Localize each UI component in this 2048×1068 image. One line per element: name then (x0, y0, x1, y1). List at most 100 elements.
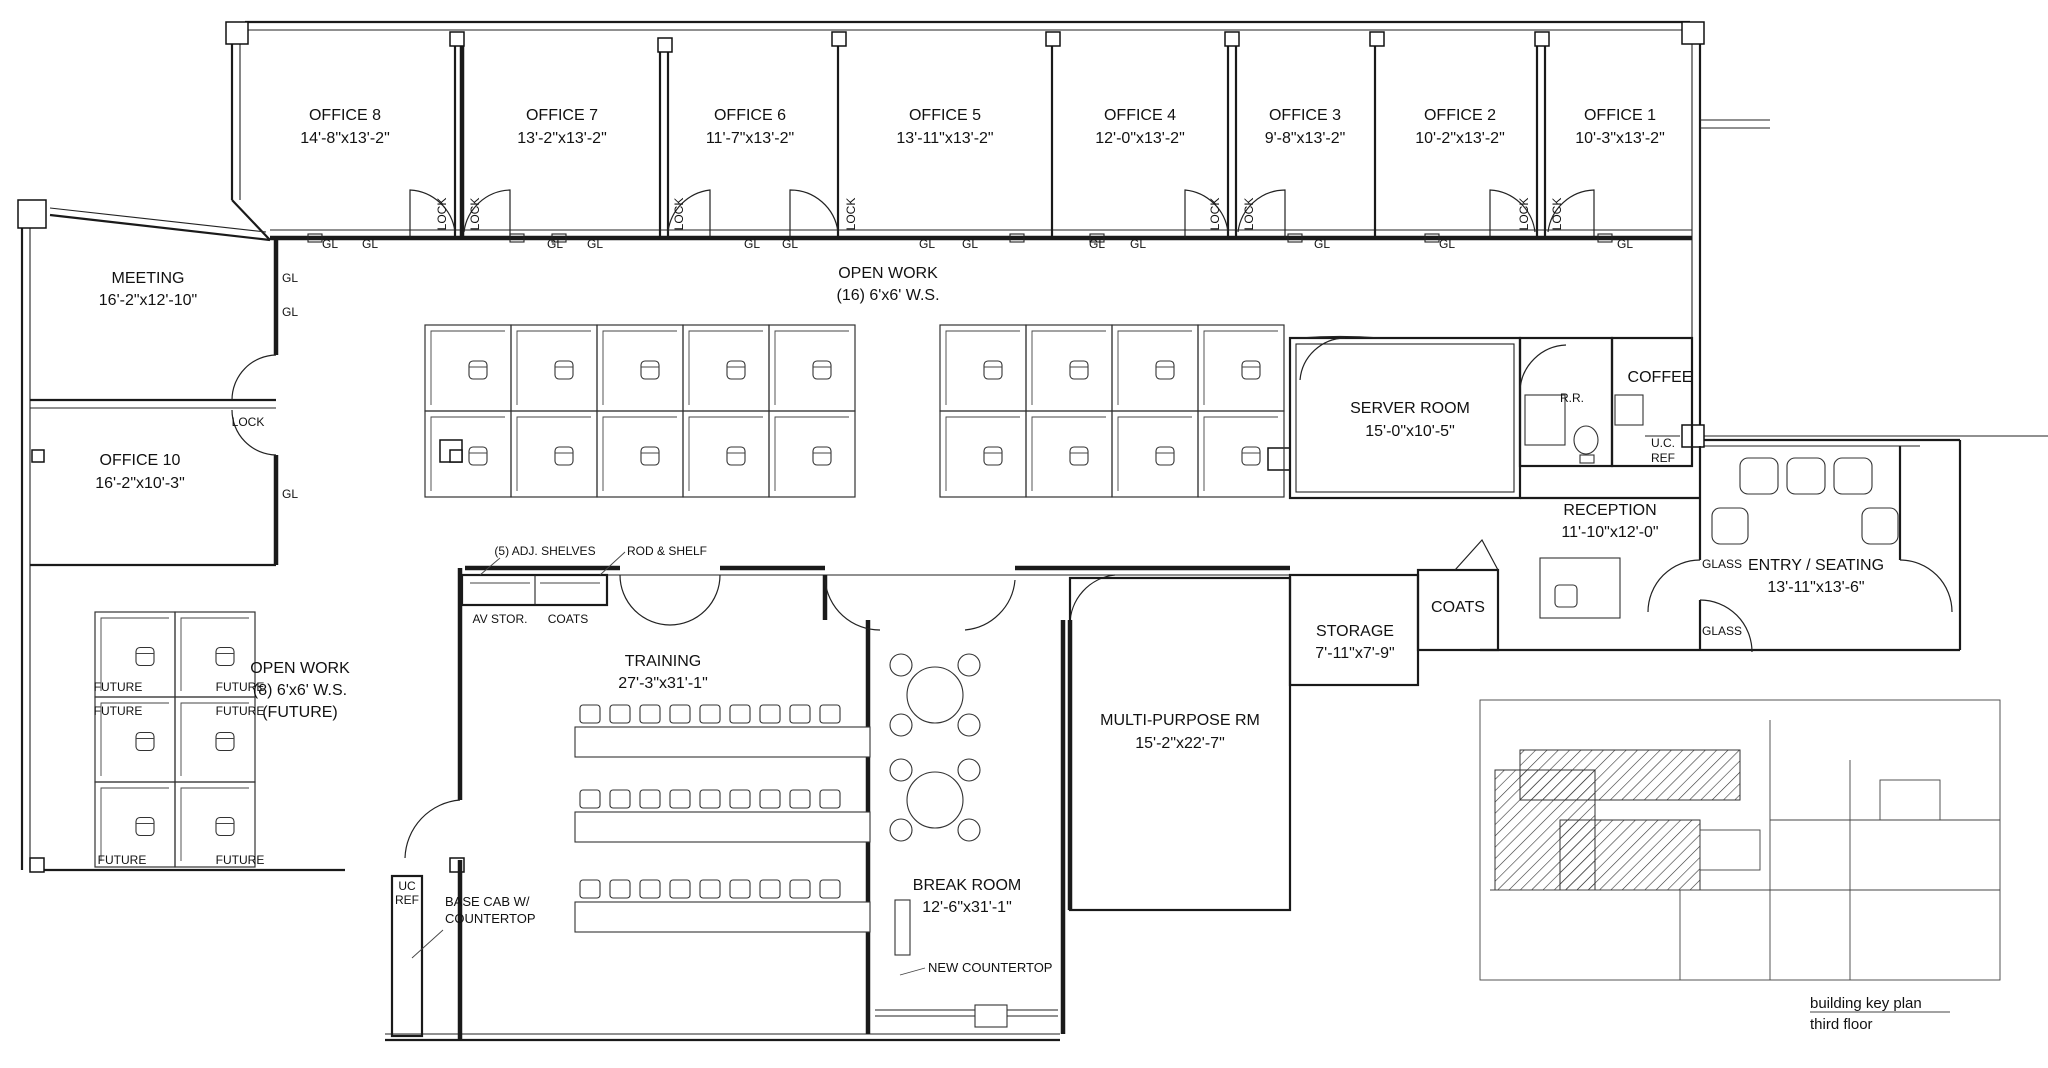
chair-icon (215, 816, 235, 837)
chair-icon (983, 446, 1003, 466)
chair-icon (609, 879, 631, 899)
workstation (1111, 410, 1199, 498)
workstation (596, 324, 684, 412)
office1-size: 10'-3"x13'-2" (1575, 130, 1665, 147)
gl-label: GL (1439, 237, 1455, 251)
future-open-work-name: OPEN WORK (250, 660, 350, 677)
chair-icon (957, 758, 981, 782)
gl-label: GL (1089, 237, 1105, 251)
coats-label: COATS (548, 612, 588, 626)
future-label: FUTURE (216, 853, 265, 867)
workstation (1025, 410, 1113, 498)
chair-icon (1069, 360, 1089, 380)
chair-icon (957, 818, 981, 842)
chair-icon (639, 789, 661, 809)
workstation (768, 410, 856, 498)
ref-label: REF (1651, 451, 1675, 465)
future-label: FUTURE (98, 853, 147, 867)
workstation (1197, 410, 1285, 498)
chair-icon (554, 360, 574, 380)
workstation (939, 324, 1027, 412)
chair-icon (759, 704, 781, 724)
chair-icon (812, 446, 832, 466)
future-open-work-line3: (FUTURE) (262, 704, 338, 721)
gl-label: GL (1314, 237, 1330, 251)
workstation (510, 410, 598, 498)
chair-icon (609, 704, 631, 724)
lock-label: LOCK (1208, 198, 1222, 231)
rod-shelf-label: ROD & SHELF (627, 544, 707, 558)
gl-label: GL (919, 237, 935, 251)
lock-label: LOCK (435, 198, 449, 231)
office1-name: OFFICE 1 (1584, 107, 1656, 124)
workstation (174, 781, 256, 868)
round-table (906, 771, 964, 829)
office3-size: 9'-8"x13'-2" (1265, 130, 1346, 147)
chair-icon (554, 446, 574, 466)
lock-label: LOCK (844, 198, 858, 231)
gl-label: GL (1130, 237, 1146, 251)
new-countertop-label: NEW COUNTERTOP (928, 960, 1052, 975)
office10-size: 16'-2"x10'-3" (95, 475, 185, 492)
future-label: FUTURE (216, 680, 265, 694)
chair-icon (135, 816, 155, 837)
server-size: 15'-0"x10'-5" (1365, 423, 1455, 440)
coffee-label: COFFEE (1628, 369, 1693, 386)
workstation (939, 410, 1027, 498)
gl-label: GL (282, 487, 298, 501)
reception-size: 11'-10"x12'-0" (1561, 524, 1658, 541)
uc-short-label: UC (398, 879, 416, 893)
chair-icon (1069, 446, 1089, 466)
base-cab-line1: BASE CAB W/ (445, 894, 530, 909)
chair-icon (726, 446, 746, 466)
gl-label: GL (587, 237, 603, 251)
office5-name: OFFICE 5 (909, 107, 981, 124)
chair-icon (957, 653, 981, 677)
exterior-walls (20, 20, 2048, 1042)
future-label: FUTURE (94, 704, 143, 718)
workstation (682, 410, 770, 498)
workstation (682, 324, 770, 412)
chair-icon (669, 704, 691, 724)
glass-label: GLASS (1702, 557, 1742, 571)
office5-size: 13'-11"x13'-2" (896, 130, 993, 147)
av-stor-label: AV STOR. (473, 612, 528, 626)
base-cab-line2: COUNTERTOP (445, 911, 536, 926)
chair-icon (789, 879, 811, 899)
lock-label: LOCK (1550, 198, 1564, 231)
chair-icon (812, 360, 832, 380)
office7-name: OFFICE 7 (526, 107, 598, 124)
chair-icon (889, 713, 913, 737)
adj-shelves-label: (5) ADJ. SHELVES (494, 544, 595, 558)
gl-label: GL (282, 271, 298, 285)
chair-icon (639, 879, 661, 899)
chair-icon (1241, 360, 1261, 380)
chair-icon (609, 789, 631, 809)
multi-name: MULTI-PURPOSE RM (1100, 712, 1260, 729)
break-size: 12'-6"x31'-1" (922, 899, 1012, 916)
chair-icon (215, 646, 235, 667)
meeting-size: 16'-2"x12'-10" (99, 292, 197, 309)
office8-name: OFFICE 8 (309, 107, 381, 124)
chair-icon (1155, 446, 1175, 466)
chair-icon (889, 653, 913, 677)
future-label: FUTURE (94, 680, 143, 694)
chair-icon (889, 758, 913, 782)
training-name: TRAINING (625, 653, 701, 670)
gl-label: GL (744, 237, 760, 251)
chair-icon (729, 704, 751, 724)
service-core: SERVER ROOM 15'-0"x10'-5" R.R. COFFEE U.… (1288, 335, 1694, 500)
meeting-office10: MEETING 16'-2"x12'-10" OFFICE 10 16'-2"x… (30, 238, 298, 567)
entry-name: ENTRY / SEATING (1748, 557, 1884, 574)
chair-icon (669, 789, 691, 809)
workstation-cluster-future (94, 611, 256, 868)
key-plan-line2: third floor (1810, 1016, 1873, 1033)
office7-size: 13'-2"x13'-2" (517, 130, 607, 147)
glass-label: GLASS (1702, 624, 1742, 638)
training-size: 27'-3"x31'-1" (618, 675, 708, 692)
chair-icon (983, 360, 1003, 380)
office8-size: 14'-8"x13'-2" (300, 130, 390, 147)
chair-icon (726, 360, 746, 380)
workstation (768, 324, 856, 412)
